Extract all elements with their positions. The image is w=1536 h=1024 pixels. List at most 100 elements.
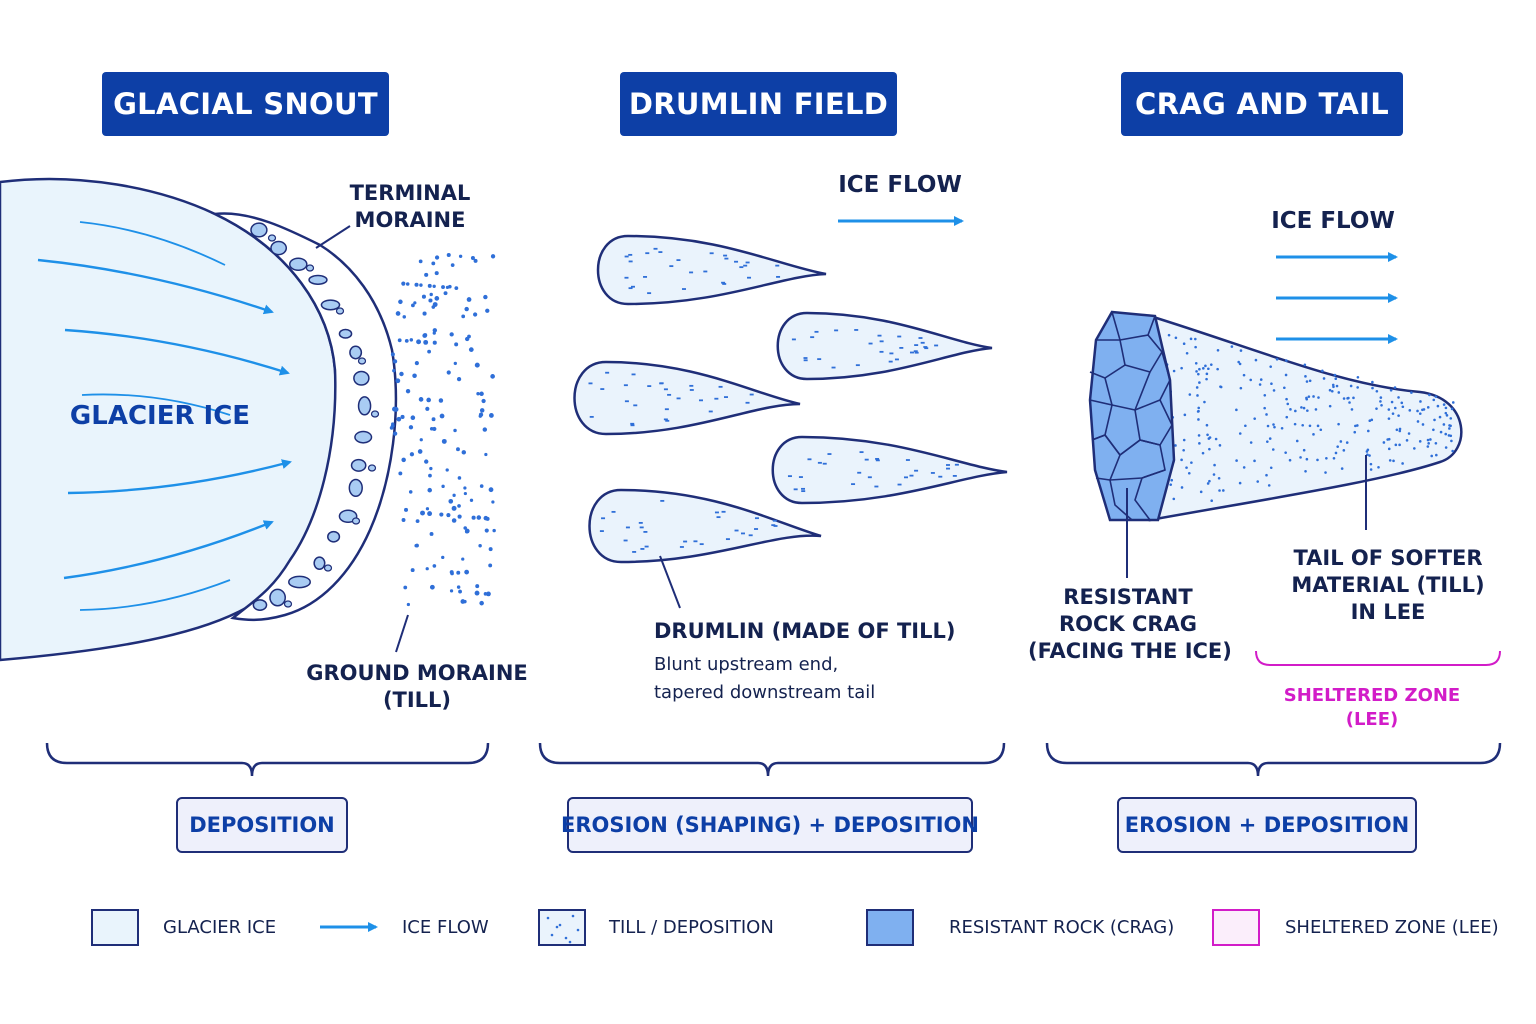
tail-till-dot <box>1172 497 1176 501</box>
title-glacial-snout: GLACIAL SNOUT <box>102 72 389 136</box>
glacier-ice-label: GLACIER ICE <box>69 401 251 431</box>
legend-till-dot <box>546 916 550 920</box>
till-dot <box>466 297 472 302</box>
till-dot <box>488 563 493 568</box>
tail-till-dot <box>1348 401 1351 404</box>
tail-till-dot <box>1210 499 1213 503</box>
till-dot <box>463 599 467 604</box>
drumlin-till-mark <box>739 266 744 269</box>
title-drumlin-field: DRUMLIN FIELD <box>620 72 897 136</box>
tail-till-dot <box>1256 480 1260 483</box>
tail-till-dot <box>1306 409 1309 412</box>
tail-till-dot <box>1217 476 1221 480</box>
tail-till-dot <box>1449 424 1452 428</box>
drumlin-till-mark <box>734 529 739 532</box>
flow-line-6 <box>63 520 274 580</box>
till-dot <box>449 589 454 593</box>
tail-till-dot <box>1390 400 1394 404</box>
tail-till-dot <box>1269 365 1272 368</box>
till-dot <box>446 370 451 375</box>
glacier-flow-lines <box>37 221 292 611</box>
moraine-stone <box>349 345 363 360</box>
till-dot <box>446 513 451 518</box>
tail-till-dot <box>1370 418 1374 422</box>
tail-till-dot <box>1312 395 1315 398</box>
tail-till-dot <box>1398 429 1402 433</box>
till-dot <box>456 377 462 382</box>
tail-till-dot <box>1350 408 1354 411</box>
tail-till-dot <box>1334 451 1338 455</box>
tail-till-dot <box>1230 345 1234 348</box>
tail-till-dot <box>1342 397 1346 400</box>
tail-line-2: MATERIAL (TILL) <box>1291 573 1485 597</box>
tail-till-dot <box>1207 367 1210 371</box>
till-dot <box>453 428 457 433</box>
till-dot <box>416 339 422 345</box>
ground-moraine-line-1: GROUND MORAINE <box>306 661 528 685</box>
till-dot <box>411 303 415 308</box>
till-dot <box>427 511 433 517</box>
drumlin-till-mark <box>693 540 698 543</box>
drumlin-till-mark <box>659 382 664 385</box>
till-dot <box>432 328 438 333</box>
terminal-moraine-label: TERMINAL MORAINE <box>320 180 500 234</box>
flow-line-2 <box>37 258 274 315</box>
till-dot <box>423 339 429 345</box>
tail-till-dot <box>1197 418 1200 421</box>
drumlin-till-mark <box>647 292 652 295</box>
tail-till-dot <box>1353 430 1357 434</box>
till-dot <box>474 362 480 368</box>
tail-till-dot <box>1445 414 1449 417</box>
tail-till-dot <box>1317 396 1320 399</box>
tail-till-dot <box>1369 468 1373 471</box>
tail-till-dot <box>1418 412 1422 415</box>
till-dot <box>445 285 450 290</box>
drumlin-till-mark <box>793 488 798 491</box>
till-dot <box>461 557 465 561</box>
till-dot <box>432 284 436 288</box>
tail-till-dot <box>1190 461 1193 464</box>
till-dot <box>464 569 470 575</box>
till-dot <box>429 292 433 297</box>
moraine-stone <box>305 264 315 272</box>
till-dot <box>403 585 408 590</box>
tail-till-dot <box>1172 369 1176 373</box>
drumlin-till-mark <box>909 474 914 477</box>
tail-till-dot <box>1365 450 1369 453</box>
till-dot <box>434 271 439 276</box>
tail-till-dot <box>1386 438 1389 441</box>
till-dot <box>451 505 457 511</box>
drumlin-till-mark <box>772 519 777 522</box>
tail-till-dot <box>1222 489 1225 492</box>
tail-till-dot <box>1303 363 1307 367</box>
drumlin-till-mark <box>817 461 822 464</box>
tail-till-dot <box>1304 375 1307 378</box>
tail-till-dot <box>1182 448 1185 452</box>
drumlin-till-mark <box>787 475 792 478</box>
till-dot <box>458 254 463 258</box>
tail-till-dot <box>1444 446 1448 449</box>
tail-till-dot <box>1208 479 1211 483</box>
moraine-stone <box>283 600 293 608</box>
drumlin-description-line-2: tapered downstream tail <box>654 682 876 703</box>
tail-till-dot <box>1347 396 1350 400</box>
tail-till-dot <box>1375 389 1379 393</box>
terminal-moraine-line-1: TERMINAL <box>349 181 471 205</box>
till-dot <box>461 450 467 455</box>
drumlin-till-mark <box>725 538 730 541</box>
drumlin-till-mark <box>899 346 904 349</box>
drumlin-till-mark <box>913 350 918 353</box>
drumlin-till-mark <box>952 475 957 477</box>
till-dot <box>431 417 436 422</box>
till-dot <box>410 415 416 421</box>
drumlin-till-mark <box>854 329 859 331</box>
tail-till-dot <box>1356 424 1359 427</box>
tail-till-dot <box>1238 362 1242 366</box>
tail-till-dot <box>1213 463 1216 467</box>
drumlin-till-mark <box>723 396 728 398</box>
drumlin-till-mark <box>827 453 832 455</box>
till-dot <box>478 544 482 548</box>
till-dot <box>432 331 436 335</box>
till-dot <box>463 491 467 496</box>
